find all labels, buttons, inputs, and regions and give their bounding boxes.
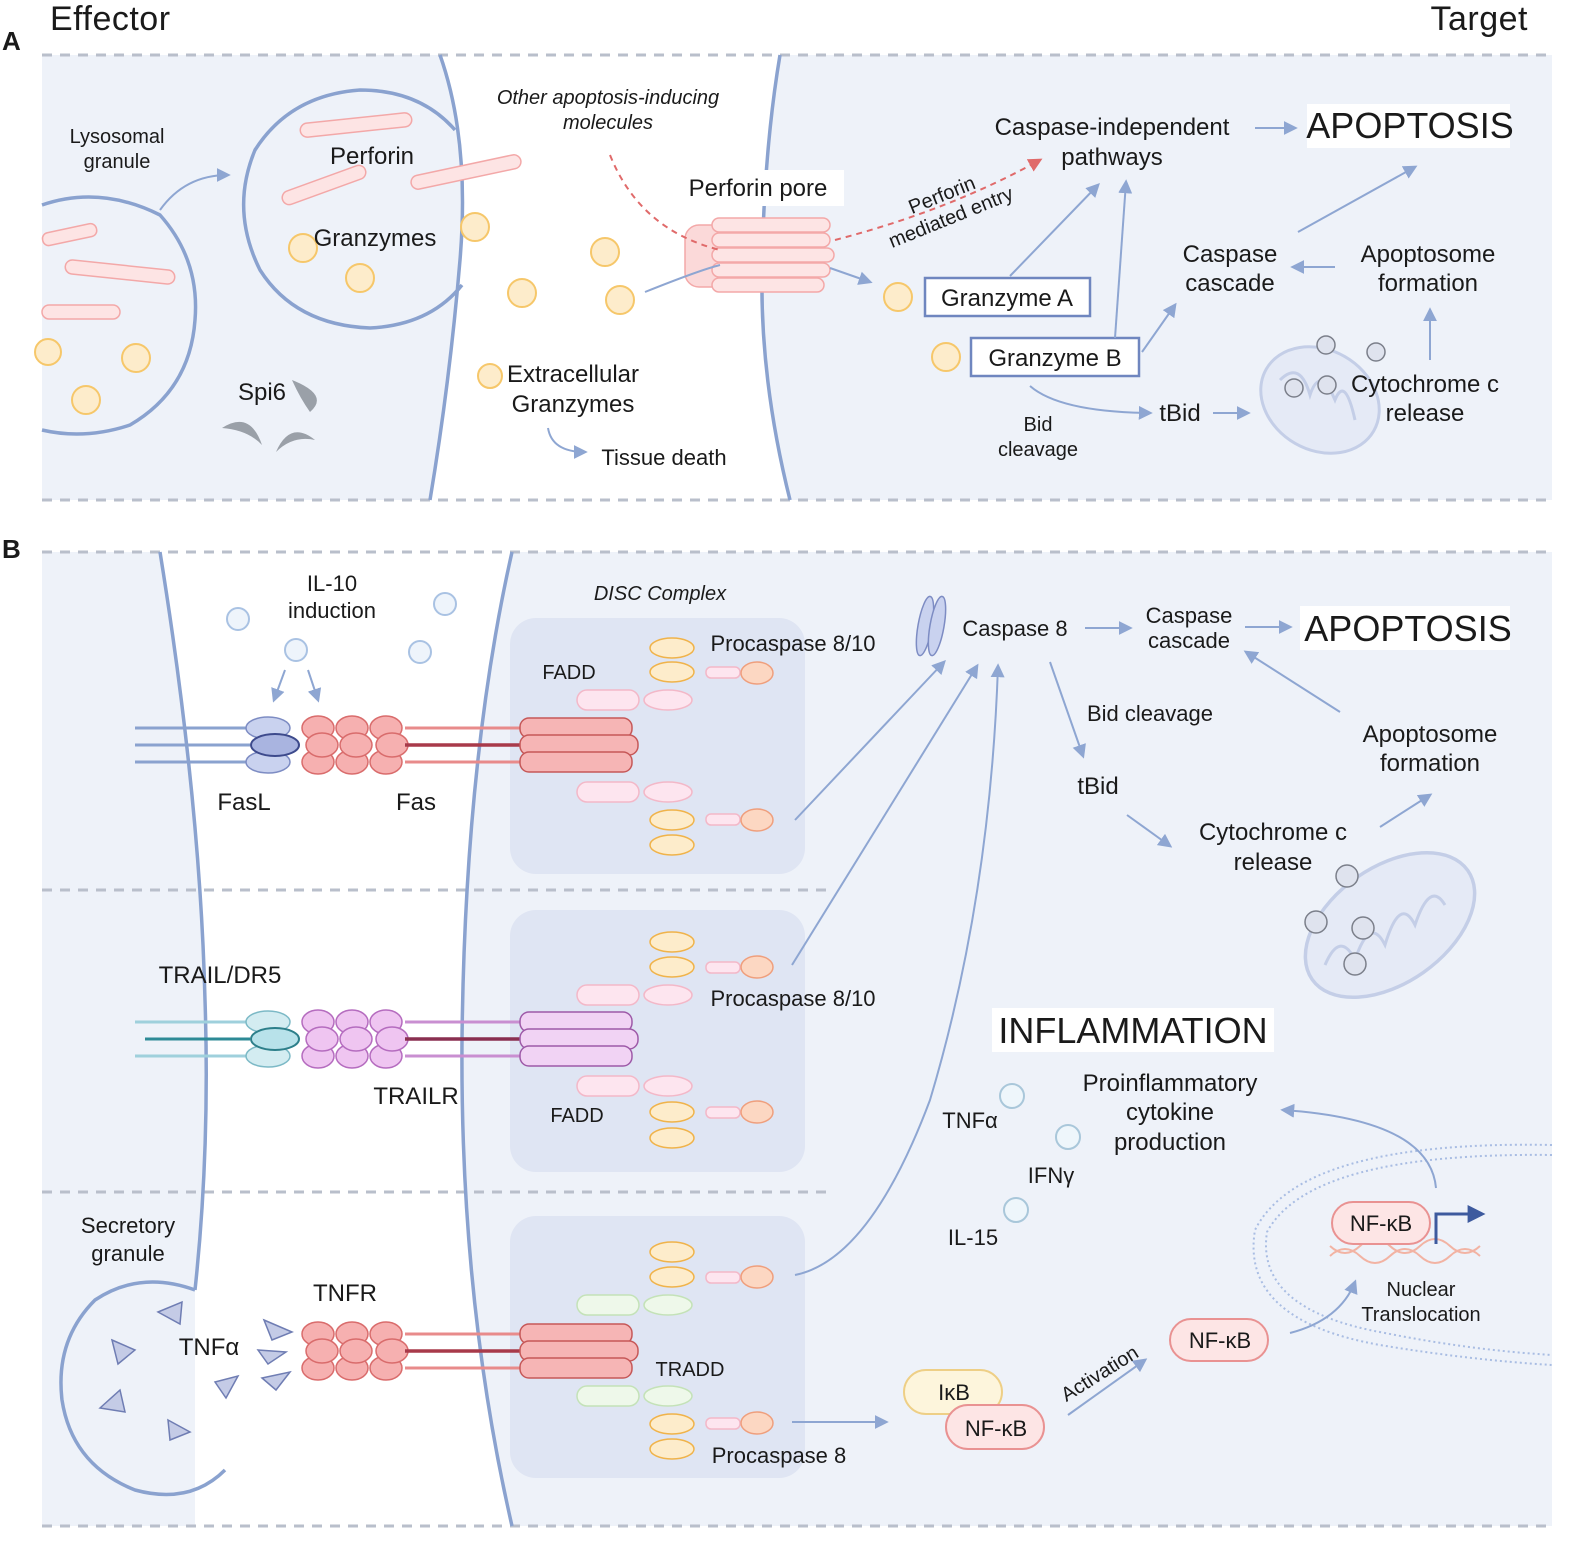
effector-membrane-b (158, 551, 208, 1291)
procaspase-bot-label: Procaspase 8 (712, 1443, 847, 1468)
perforin-pore-shape (684, 217, 835, 293)
dna-icon (1329, 1238, 1481, 1264)
procaspase-trail (576, 931, 774, 1149)
lysosomal-granule-label-2: granule (84, 151, 151, 173)
il15-label: IL-15 (948, 1225, 998, 1250)
proinflammatory-label-2: cytokine (1126, 1099, 1214, 1126)
procaspase-top-label: Procaspase 8/10 (710, 631, 875, 656)
perforin-label: Perforin (330, 143, 414, 170)
procaspase-tnf (576, 1241, 774, 1460)
nfkb-complex-label: NF-κB (965, 1416, 1027, 1441)
secretory-granule-label-1: Secretory (81, 1213, 175, 1238)
target-label: Target (1431, 0, 1529, 38)
nfkb-nucleus-label: NF-κB (1350, 1211, 1412, 1236)
apoptosome-label-a-1: Apoptosome (1361, 241, 1496, 268)
panel-b: B IL-10 induction DISC Complex FADD Proc… (2, 534, 1553, 1528)
secretory-granule (59, 1280, 227, 1497)
bid-cleavage-label-b: Bid cleavage (1087, 701, 1213, 726)
panel-b-letter: B (2, 534, 21, 564)
fadd-top-label: FADD (542, 662, 595, 684)
nfkb-nucleus-pill (1331, 1201, 1431, 1245)
granzymes-label: Granzymes (314, 225, 437, 252)
caspase-cascade-label-a-1: Caspase (1183, 241, 1278, 268)
caspase-cascade-label-a-2: cascade (1185, 270, 1274, 297)
fas-label: Fas (396, 789, 436, 816)
granzyme-a-box (923, 276, 1092, 318)
tnfa-granule-label: TNFα (179, 1334, 240, 1361)
trailr-label: TRAILR (373, 1083, 458, 1110)
apoptosis-box-b (1300, 606, 1510, 650)
tbid-label-a: tBid (1159, 400, 1200, 427)
nuclear-translocation-label-1: Nuclear (1387, 1279, 1456, 1301)
trail-receptor (135, 1009, 639, 1069)
lysosomal-granule-label-1: Lysosomal (70, 126, 165, 148)
other-molecules-label-1: Other apoptosis-inducing (497, 87, 719, 109)
effector-label: Effector (50, 0, 171, 38)
ikb-label: IκB (938, 1380, 970, 1405)
apoptosis-label-b: APOPTOSIS (1304, 608, 1511, 649)
proinflammatory-label-1: Proinflammatory (1083, 1070, 1258, 1097)
caspase-independent-label-1: Caspase-independent (995, 114, 1230, 141)
nucleus-envelope (1252, 1143, 1553, 1366)
panel-a-letter: A (2, 26, 21, 56)
nfkb-complex-pill (945, 1404, 1045, 1450)
apoptosome-label-b-2: formation (1380, 750, 1480, 777)
apoptosome-label-a-2: formation (1378, 270, 1478, 297)
granzyme-a-label: Granzyme A (941, 285, 1073, 312)
inflammation-label: INFLAMMATION (998, 1010, 1267, 1051)
bid-cleavage-label-a-2: cleavage (998, 439, 1078, 461)
caspase8-icon (915, 595, 947, 657)
fas-receptor (135, 715, 639, 775)
tnfr-label: TNFR (313, 1280, 377, 1307)
effector-membrane-a (428, 54, 465, 501)
cytochrome-label-b-2: release (1234, 849, 1313, 876)
extracellular-granzymes-label-1: Extracellular (507, 361, 639, 388)
procaspase-fas (576, 637, 774, 856)
granzyme-b-label: Granzyme B (988, 345, 1121, 372)
caspase-cascade-label-b-2: cascade (1148, 628, 1230, 653)
cytochrome-label-b-1: Cytochrome c (1199, 819, 1347, 846)
tradd-label: TRADD (656, 1359, 725, 1381)
perforin-pore-label: Perforin pore (689, 175, 828, 202)
fusing-granule (241, 88, 464, 330)
cytochrome-label-a-2: release (1386, 400, 1465, 427)
il10-label-1: IL-10 (307, 571, 357, 596)
tnfa-cytokine-label: TNFα (942, 1108, 998, 1133)
caspase-independent-label-2: pathways (1061, 144, 1162, 171)
transcription-arrow (1434, 1205, 1486, 1244)
extracellular-granzymes-label-2: Granzymes (512, 391, 635, 418)
disc-complex-fas (510, 618, 805, 874)
tissue-death-label: Tissue death (601, 445, 726, 470)
nfkb-free-pill (1169, 1318, 1269, 1362)
fasl-label: FasL (217, 789, 270, 816)
nuclear-translocation-label-2: Translocation (1361, 1304, 1480, 1326)
granzyme-b-box (969, 336, 1141, 378)
secretory-granule-label-2: granule (91, 1241, 164, 1266)
disc-complex-label: DISC Complex (594, 583, 727, 605)
caspase-cascade-label-b-1: Caspase (1146, 603, 1233, 628)
caspase8-label: Caspase 8 (962, 616, 1067, 641)
lysosomal-granule (41, 195, 198, 436)
proinflammatory-label-3: production (1114, 1129, 1226, 1156)
mitochondrion-a (1259, 345, 1381, 455)
inflammation-box (992, 1008, 1274, 1052)
apoptosis-label-a: APOPTOSIS (1306, 105, 1513, 146)
ifng-label: IFNγ (1028, 1163, 1074, 1188)
cytochrome-label-a-1: Cytochrome c (1351, 371, 1499, 398)
tnf-receptor (301, 1321, 639, 1381)
other-molecules-label-2: molecules (563, 112, 653, 134)
tbid-label-b: tBid (1077, 773, 1118, 800)
nfkb-free-label: NF-κB (1189, 1328, 1251, 1353)
panel-a: Effector Target A Lysosomal granule Perf… (2, 0, 1552, 502)
bid-cleavage-label-a-1: Bid (1024, 414, 1053, 436)
fadd-mid-label: FADD (550, 1105, 603, 1127)
apoptosis-box-a (1307, 104, 1510, 148)
apoptosome-label-b-1: Apoptosome (1363, 721, 1498, 748)
trail-dr5-label: TRAIL/DR5 (159, 962, 282, 989)
procaspase-mid-label: Procaspase 8/10 (710, 986, 875, 1011)
spi6-label: Spi6 (238, 379, 286, 406)
il10-label-2: induction (288, 598, 376, 623)
